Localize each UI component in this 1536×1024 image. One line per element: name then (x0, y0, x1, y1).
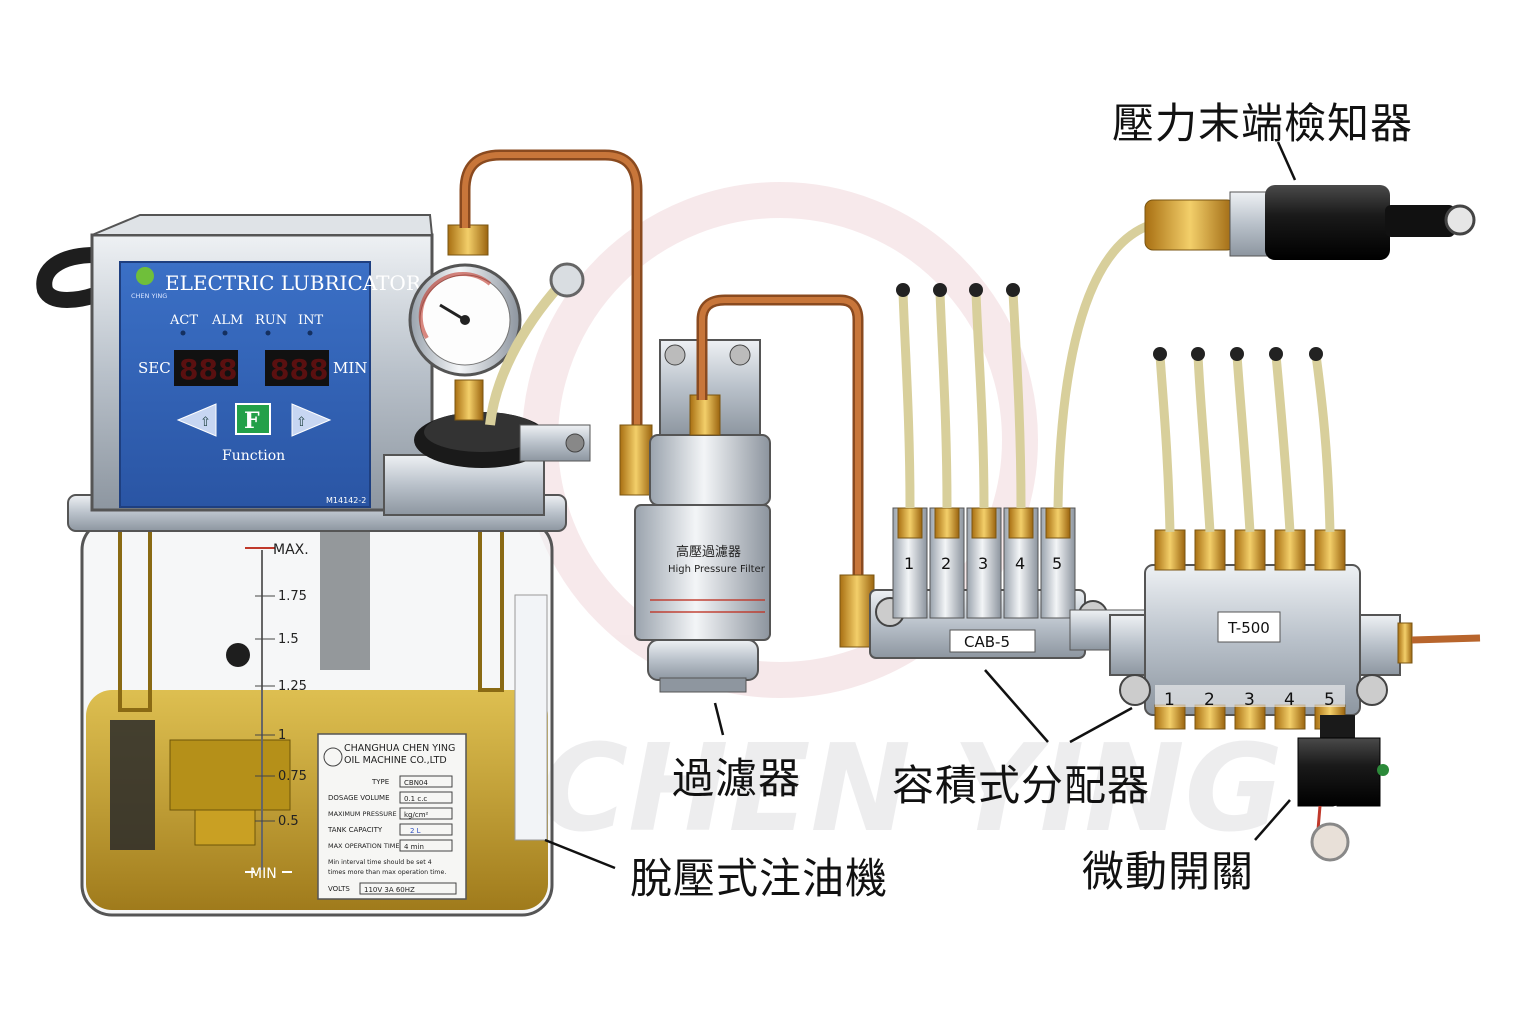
sec-display-value: 888 (179, 353, 237, 386)
scale-mark: 0.5 (278, 814, 299, 829)
svg-text:MAXIMUM PRESSURE: MAXIMUM PRESSURE (328, 810, 397, 818)
watermark-text: CHEN YING (540, 720, 1283, 859)
pressure-end-detector (1144, 185, 1476, 260)
min-display (265, 350, 329, 386)
svg-text:2 L: 2 L (410, 827, 421, 835)
function-key-label: F (244, 408, 260, 434)
min-label: MIN (333, 359, 367, 377)
cab-port-label: 1 (904, 554, 914, 573)
sec-display (174, 350, 238, 386)
volt-value: 110V 3A 60HZ (364, 886, 415, 894)
panel-title: ELECTRIC LUBRICATOR (165, 271, 422, 295)
label-pressure-end-detector: 壓力末端檢知器 (1112, 99, 1414, 148)
svg-text:4 min: 4 min (404, 843, 424, 851)
note-line2: times more than max operation time. (328, 869, 446, 876)
label-lubricator: 脫壓式注油機 (630, 854, 889, 903)
t-port-label: 3 (1244, 690, 1255, 710)
cab-port-label: 5 (1052, 554, 1062, 573)
label-distributor: 容積式分配器 (892, 761, 1151, 810)
svg-text:CBN04: CBN04 (404, 779, 428, 787)
indicator-labels: ACT ALM RUN INT (169, 313, 324, 336)
svg-text:DOSAGE VOLUME: DOSAGE VOLUME (328, 794, 390, 802)
up-arrow-icon: ⇧ (200, 415, 211, 430)
cab-port-label: 4 (1015, 554, 1025, 573)
min-display-value: 888 (270, 353, 328, 386)
distributor-cab-5: CAB-5 1 2 3 4 5 (869, 220, 1152, 659)
sec-label: SEC (138, 359, 171, 377)
scale-max: MAX. (273, 542, 309, 558)
note-line1: Min interval time should be set 4 (328, 859, 432, 866)
brand-logo (136, 267, 154, 285)
indicator-alm: ALM (211, 313, 243, 328)
t-port-label: 1 (1164, 690, 1175, 710)
svg-text:MAX OPERATION TIME: MAX OPERATION TIME (328, 842, 399, 850)
filter-subtitle: High Pressure Filter (668, 564, 766, 575)
t-port-label: 5 (1324, 690, 1335, 710)
scale-min: MIN (250, 866, 277, 882)
scale-mark: 0.75 (278, 769, 307, 784)
model-code: M14142-2 (326, 496, 366, 505)
scale-mark: 1.25 (278, 679, 307, 694)
indicator-int: INT (298, 313, 324, 328)
scale-mark: 1.75 (278, 589, 307, 604)
down-arrow-button[interactable] (291, 403, 332, 437)
right-arrow-icon: ⇧ (296, 415, 307, 430)
cab-tubes (898, 220, 1152, 509)
filter-title: 高壓過濾器 (676, 544, 741, 560)
nameplate-rows: TYPE CBN04 DOSAGE VOLUME 0.1 c.c MAXIMUM… (327, 775, 453, 852)
side-label (514, 594, 548, 841)
cab-ports: 1 2 3 4 5 (892, 507, 1076, 619)
return-tube (485, 281, 564, 426)
high-pressure-filter: 高壓過濾器 High Pressure Filter (634, 339, 771, 693)
micro-switch-unit (1297, 715, 1389, 862)
scale-mark: 1.5 (278, 632, 299, 647)
oil-level (86, 690, 548, 910)
control-panel: CHEN YING ELECTRIC LUBRICATOR ACT ALM RU… (119, 261, 422, 508)
t-tag: T-500 (1227, 619, 1270, 637)
function-label: Function (222, 448, 285, 464)
indicator-act: ACT (169, 313, 198, 328)
function-button[interactable] (235, 403, 271, 435)
svg-text:kg/cm²: kg/cm² (404, 811, 429, 819)
label-filter: 過濾器 (672, 754, 802, 803)
pressure-gauge (408, 224, 522, 421)
svg-text:0.1 c.c: 0.1 c.c (404, 795, 427, 803)
label-micro-switch: 微動開關 (1082, 847, 1255, 896)
cab-port-label: 2 (941, 554, 951, 573)
indicator-run: RUN (255, 313, 287, 328)
company-line1: CHANGHUA CHEN YING (344, 743, 455, 754)
nameplate: CHANGHUA CHEN YING OIL MACHINE CO.,LTD T… (317, 733, 467, 900)
up-arrow-button[interactable] (176, 403, 217, 437)
svg-text:TANK CAPACITY: TANK CAPACITY (327, 826, 383, 834)
company-line2: OIL MACHINE CO.,LTD (344, 755, 447, 766)
cab-port-label: 3 (978, 554, 988, 573)
t-port-label: 2 (1204, 690, 1215, 710)
cab-tag: CAB-5 (964, 633, 1010, 651)
brand-text: CHEN YING (131, 292, 167, 300)
t-port-label: 4 (1284, 690, 1295, 710)
tank-scale: MAX. 1.75 1.5 1.25 1 0.75 0.5 MIN (245, 542, 309, 882)
leader-lines (544, 141, 1297, 870)
scale-mark: 1 (278, 728, 286, 743)
svg-text:TYPE: TYPE (371, 778, 389, 786)
volt-label: VOLTS (328, 885, 350, 893)
distributor-t-500: T-500 1 2 3 4 5 (1109, 347, 1481, 730)
